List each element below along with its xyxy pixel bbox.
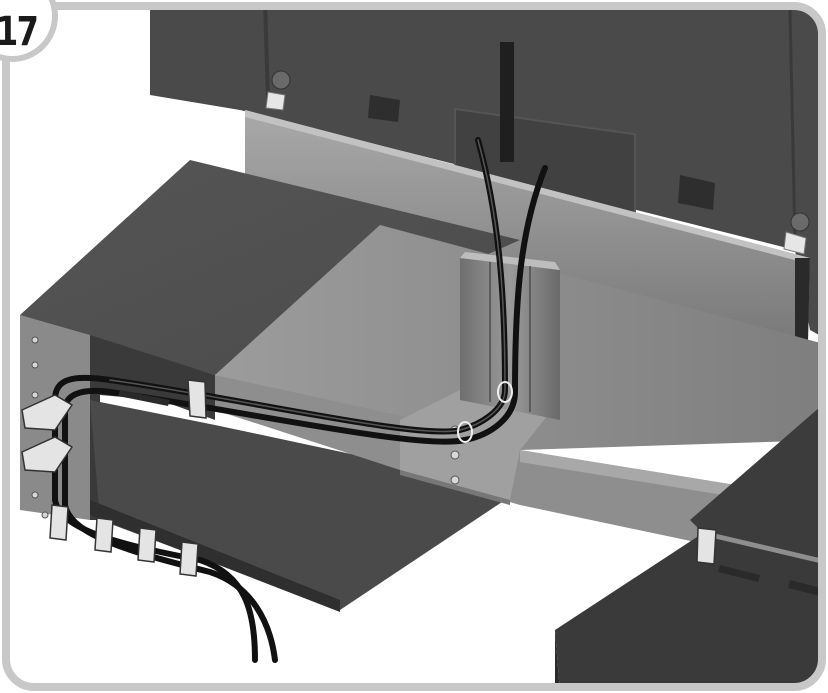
cable-clip — [21, 436, 74, 473]
cable-clips — [21, 379, 717, 577]
cable-clip — [21, 394, 74, 431]
cable-pillar — [460, 252, 560, 420]
step-number: 17 — [0, 9, 39, 55]
cable-tie — [457, 421, 473, 443]
cable-clip — [49, 504, 69, 541]
cable-clip — [179, 541, 199, 577]
cable-clip — [94, 517, 114, 553]
cable-clip — [137, 527, 157, 563]
cable-clip — [696, 527, 717, 565]
cable-tie — [497, 381, 513, 403]
cable-clip — [187, 379, 207, 419]
